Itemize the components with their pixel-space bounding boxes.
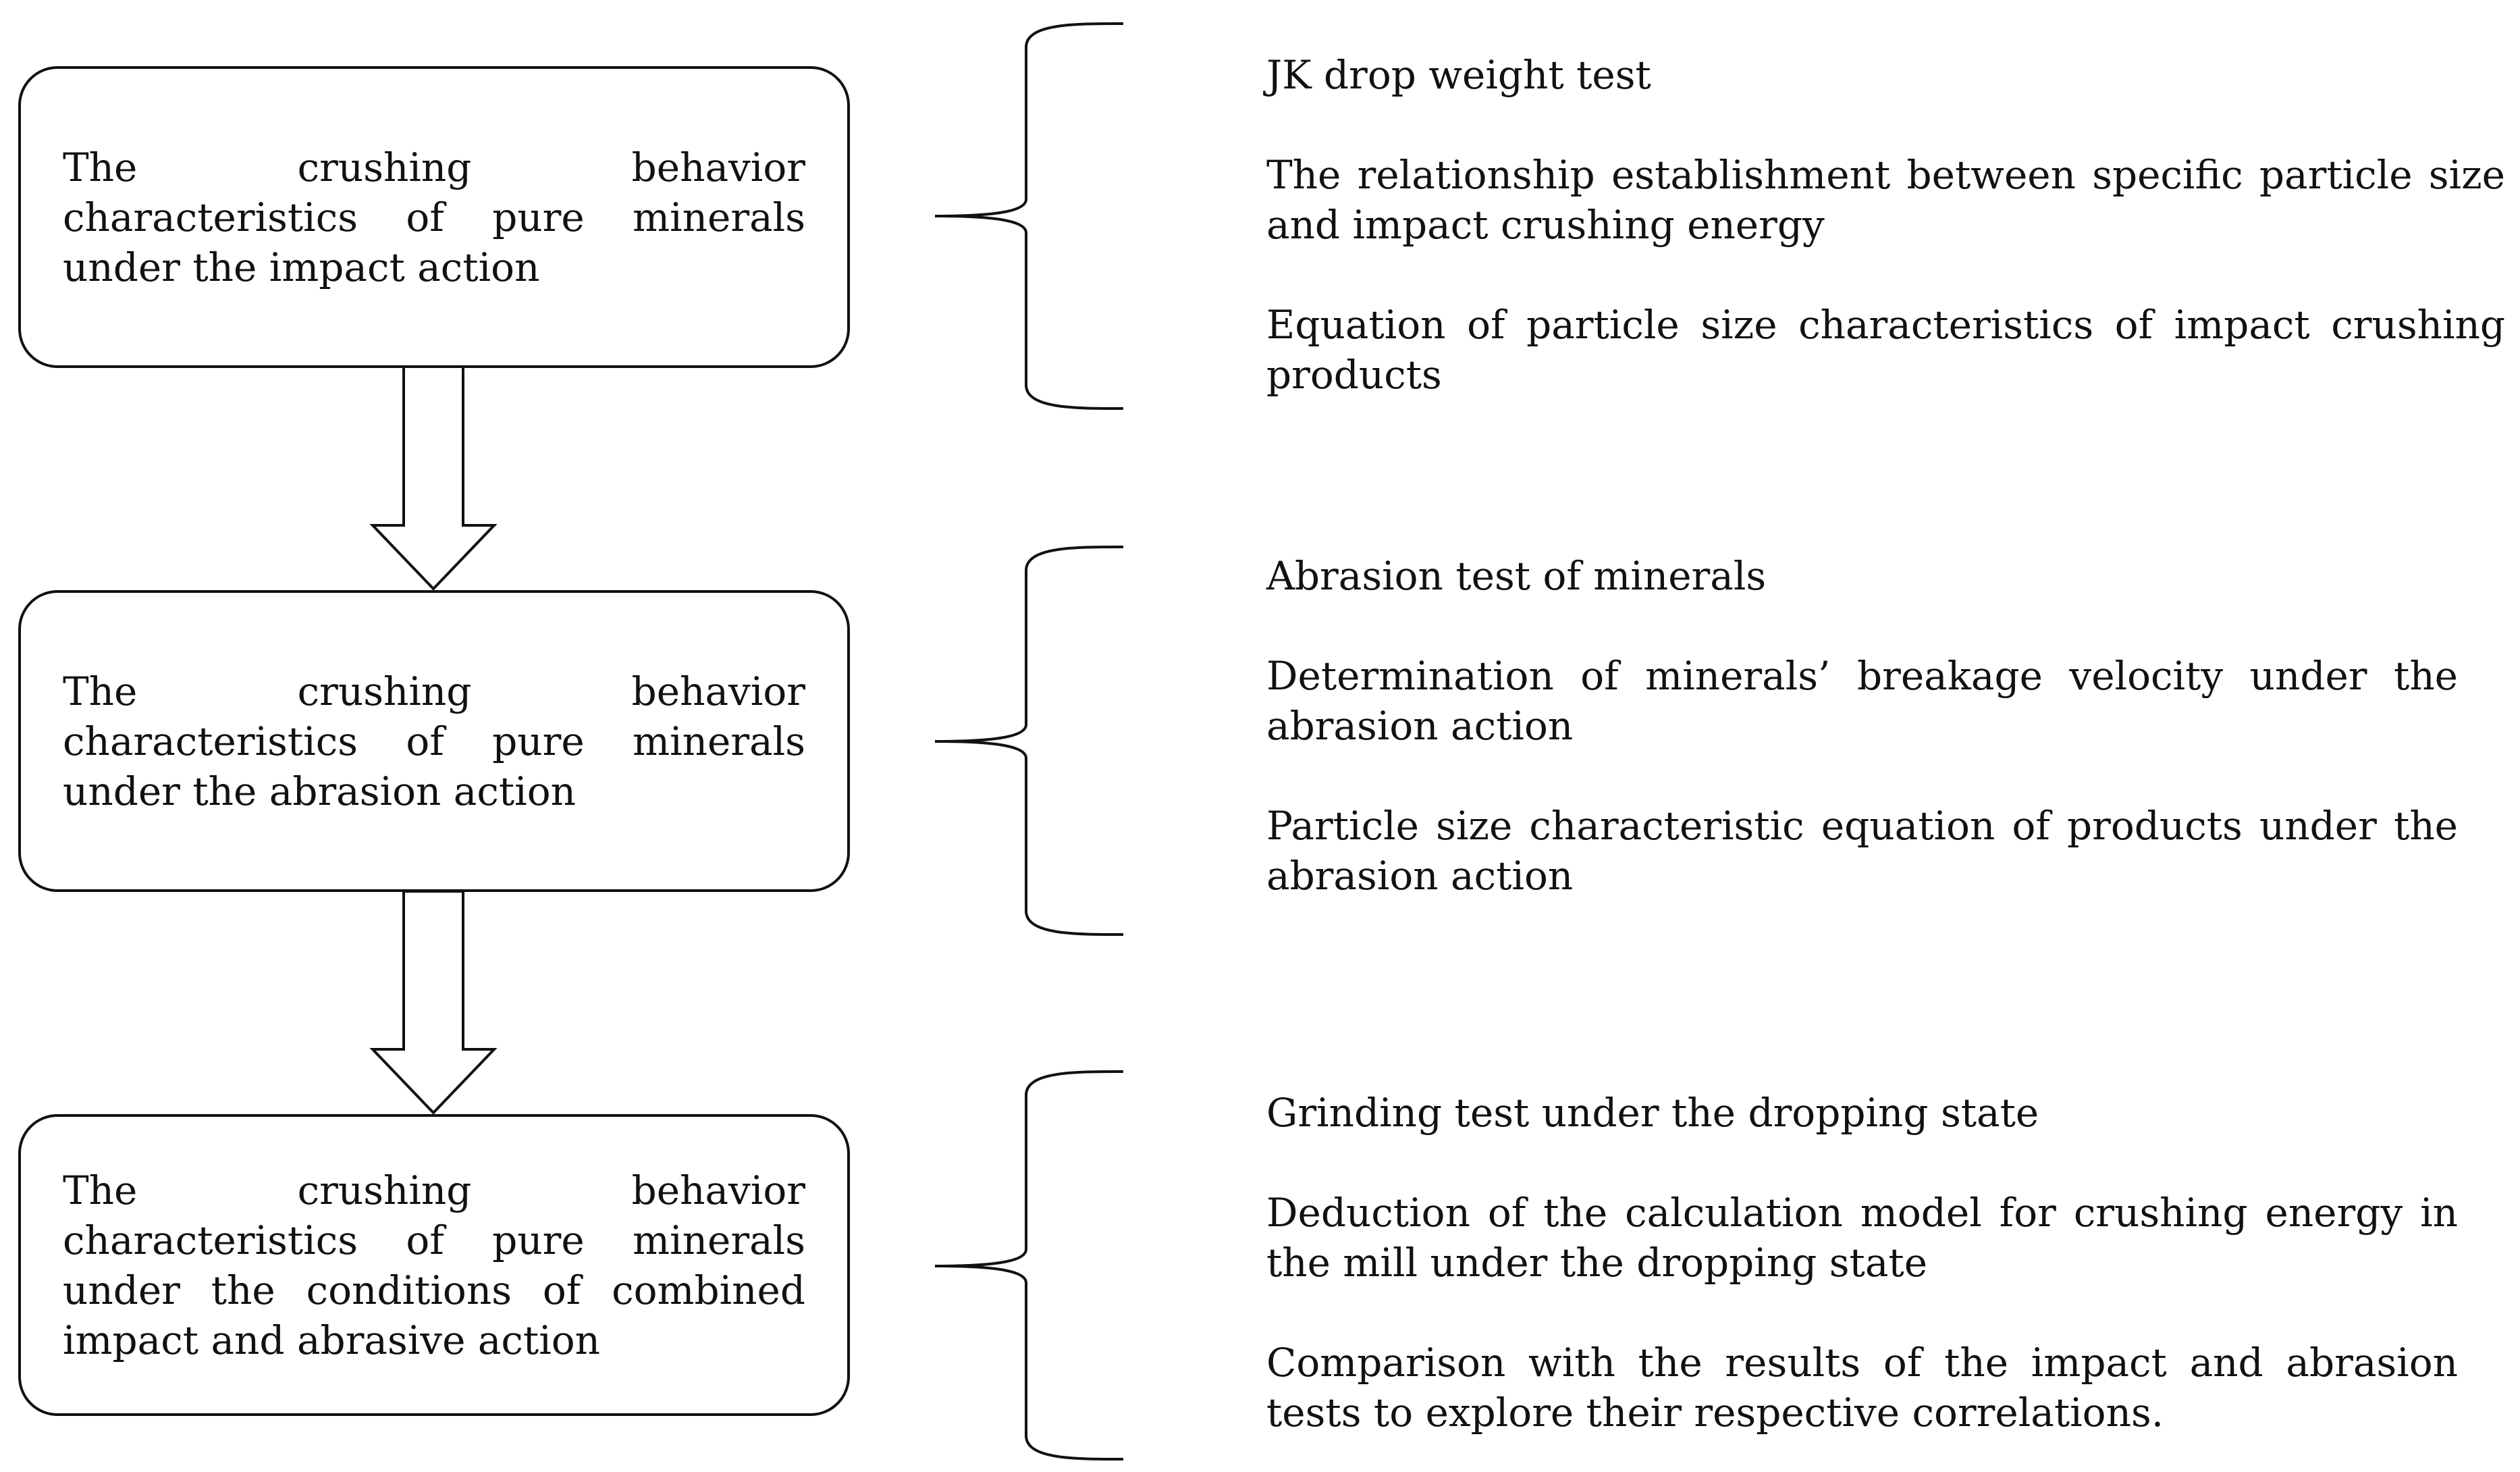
list-item: Grinding test under the dropping state bbox=[1266, 1090, 2039, 1136]
list-item: Determination of minerals’ breakage velo… bbox=[1266, 653, 2458, 749]
brace-stage3 bbox=[934, 1070, 1124, 1461]
brace-stage1 bbox=[934, 22, 1124, 410]
stage2-item-list: Abrasion test of minerals Determination … bbox=[1266, 551, 2458, 901]
stage-box-impact: The crushing behavior characteristics of… bbox=[18, 66, 850, 368]
list-item: Comparison with the results of the impac… bbox=[1266, 1340, 2458, 1436]
list-item: Particle size characteristic equation of… bbox=[1266, 803, 2458, 899]
stage-title: The crushing behavior characteristics of… bbox=[63, 1167, 805, 1363]
arrow-stage2-to-stage3 bbox=[369, 890, 498, 1115]
stage1-item-list: JK drop weight test The relationship est… bbox=[1266, 50, 2505, 400]
list-item: Deduction of the calculation model for c… bbox=[1266, 1190, 2458, 1286]
stage3-item-list: Grinding test under the dropping state D… bbox=[1266, 1088, 2458, 1438]
list-item: JK drop weight test bbox=[1266, 52, 1651, 98]
list-item: Equation of particle size characteristic… bbox=[1266, 302, 2505, 398]
list-item: The relationship establishment between s… bbox=[1266, 152, 2505, 248]
brace-stage2 bbox=[934, 546, 1124, 936]
stage-box-abrasion: The crushing behavior characteristics of… bbox=[18, 590, 850, 892]
stage-box-combined: The crushing behavior characteristics of… bbox=[18, 1114, 850, 1416]
list-item: Abrasion test of minerals bbox=[1266, 553, 1767, 599]
arrow-stage1-to-stage2 bbox=[369, 365, 498, 591]
stage-title: The crushing behavior characteristics of… bbox=[63, 144, 805, 290]
stage-title: The crushing behavior characteristics of… bbox=[63, 668, 805, 814]
